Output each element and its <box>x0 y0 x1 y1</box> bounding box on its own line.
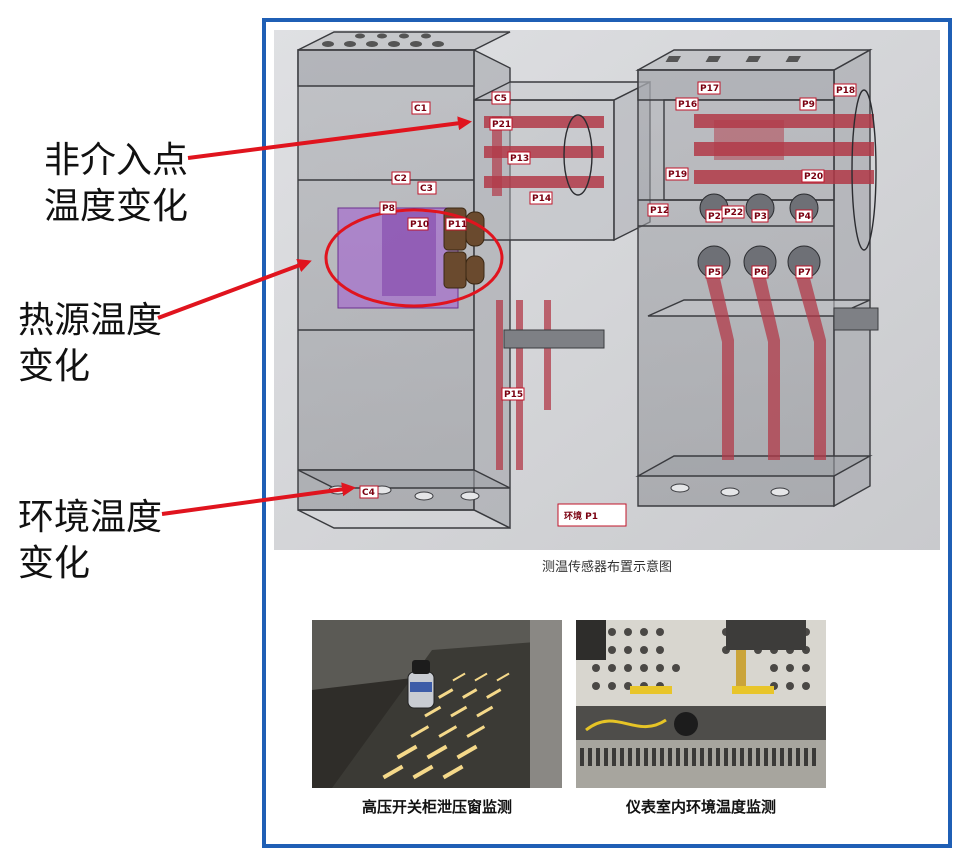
callout-heat-source-temperature: 热源温度 变化 <box>18 300 163 387</box>
tag-p6: P6 <box>754 268 767 278</box>
callout-environment-temperature: 环境温度 变化 <box>18 497 163 584</box>
tag-p20: P20 <box>804 172 823 182</box>
right-busbars <box>694 114 874 184</box>
tag-p16: P16 <box>678 100 697 110</box>
diagram-caption: 测温传感器布置示意图 <box>541 560 672 575</box>
tag-p22: P22 <box>724 208 743 218</box>
tag-p15: P15 <box>504 390 523 400</box>
tag-p12: P12 <box>650 206 669 216</box>
heat-source-highlight-circle <box>324 208 504 308</box>
photo-caption-pressure-relief: 高压开关柜泄压窗监测 <box>361 798 512 816</box>
tag-c3: C3 <box>420 184 433 194</box>
switchgear-diagram: C1 C2 C3 C4 C5 环境 P1 P2 P3 P4 P5 P6 P7 P… <box>274 30 940 550</box>
tag-c4: C4 <box>362 488 375 498</box>
left-cables <box>496 300 551 470</box>
photo-caption-instrument-room: 仪表室内环境温度监测 <box>625 798 776 816</box>
tag-p17: P17 <box>700 84 719 94</box>
right-cables <box>706 278 826 460</box>
tag-p10: P10 <box>410 220 429 230</box>
temperature-sensor-device <box>407 660 435 709</box>
tag-p11: P11 <box>448 220 467 230</box>
instrument-room-photo <box>576 620 826 788</box>
tag-p18: P18 <box>836 86 855 96</box>
tag-p7: P7 <box>798 268 811 278</box>
pressure-relief-window-photo <box>312 620 562 788</box>
tag-p8-left: P8 <box>382 204 395 214</box>
sensor-tags: C1 C2 C3 C4 C5 环境 P1 P2 P3 P4 P5 P6 P7 P… <box>359 81 857 527</box>
tag-p19: P19 <box>668 170 687 180</box>
tag-c2: C2 <box>394 174 407 184</box>
tag-p5: P5 <box>708 268 721 278</box>
tag-p21: P21 <box>492 120 511 130</box>
left-top-vents <box>322 33 444 47</box>
tag-p3: P3 <box>754 212 767 222</box>
tag-c1: C1 <box>414 104 427 114</box>
tag-p13: P13 <box>510 154 529 164</box>
callout-non-intervention-temperature: 非介入点 温度变化 <box>44 140 189 227</box>
tag-c5: C5 <box>494 94 507 104</box>
tag-p2: P2 <box>708 212 721 222</box>
tag-p1-environment: 环境 P1 <box>564 510 598 522</box>
tag-p14: P14 <box>532 194 551 204</box>
tag-p4: P4 <box>798 212 811 222</box>
tag-p9: P9 <box>802 100 815 110</box>
